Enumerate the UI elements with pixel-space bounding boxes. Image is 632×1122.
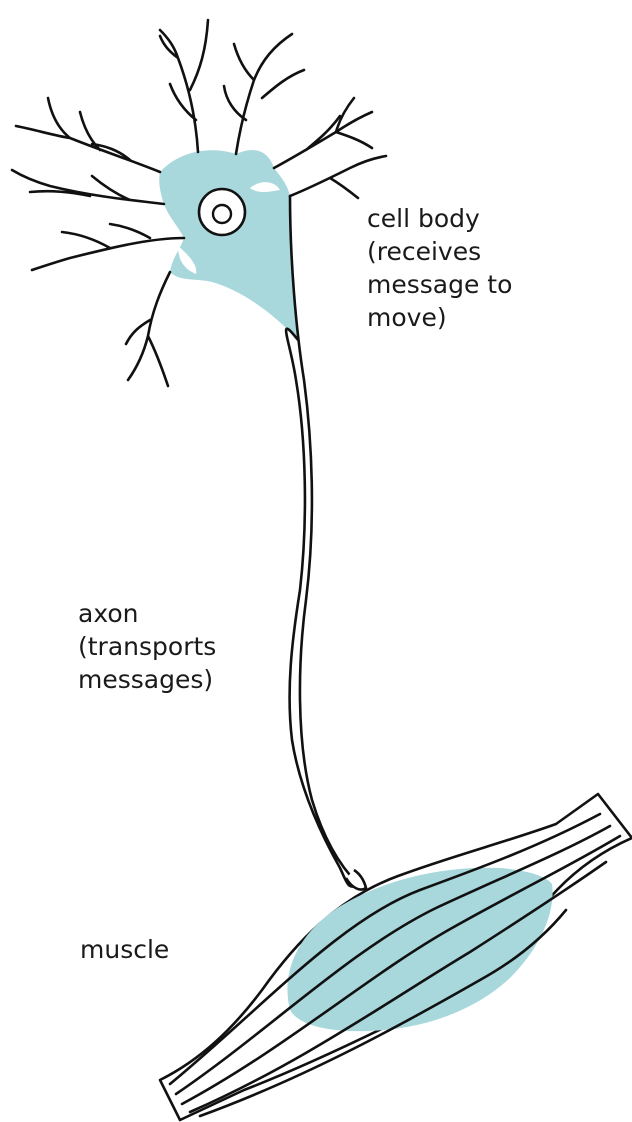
cell-body-label-line: (receives: [367, 235, 512, 268]
dendrite-lower-left: [32, 224, 184, 270]
dendrite-left: [12, 170, 164, 204]
cell-body-label-line: cell body: [367, 202, 512, 235]
dendrite-right-lower: [290, 156, 386, 198]
nucleolus: [213, 205, 231, 223]
axon-label-line: (transports: [78, 630, 216, 663]
neuron: [12, 20, 386, 890]
dendrite-top: [160, 20, 208, 152]
dendrite-bottom: [126, 272, 170, 386]
axon-label-line: messages): [78, 663, 216, 696]
cell-body-label-line: move): [367, 301, 512, 334]
muscle-label-line: muscle: [80, 933, 169, 966]
cell-body-fill: [159, 150, 298, 340]
muscle: [160, 794, 632, 1120]
muscle-label: muscle: [80, 933, 169, 966]
muscle-fill: [287, 868, 552, 1031]
dendrite-right: [274, 98, 372, 168]
cell-body-label-line: message to: [367, 268, 512, 301]
dendrite-top-left: [16, 98, 160, 172]
axon-label: axon (transports messages): [78, 597, 216, 696]
cell-body-label: cell body (receives message to move): [367, 202, 512, 334]
dendrite-top-right: [224, 34, 304, 154]
axon-label-line: axon: [78, 597, 216, 630]
axon: [286, 196, 358, 887]
